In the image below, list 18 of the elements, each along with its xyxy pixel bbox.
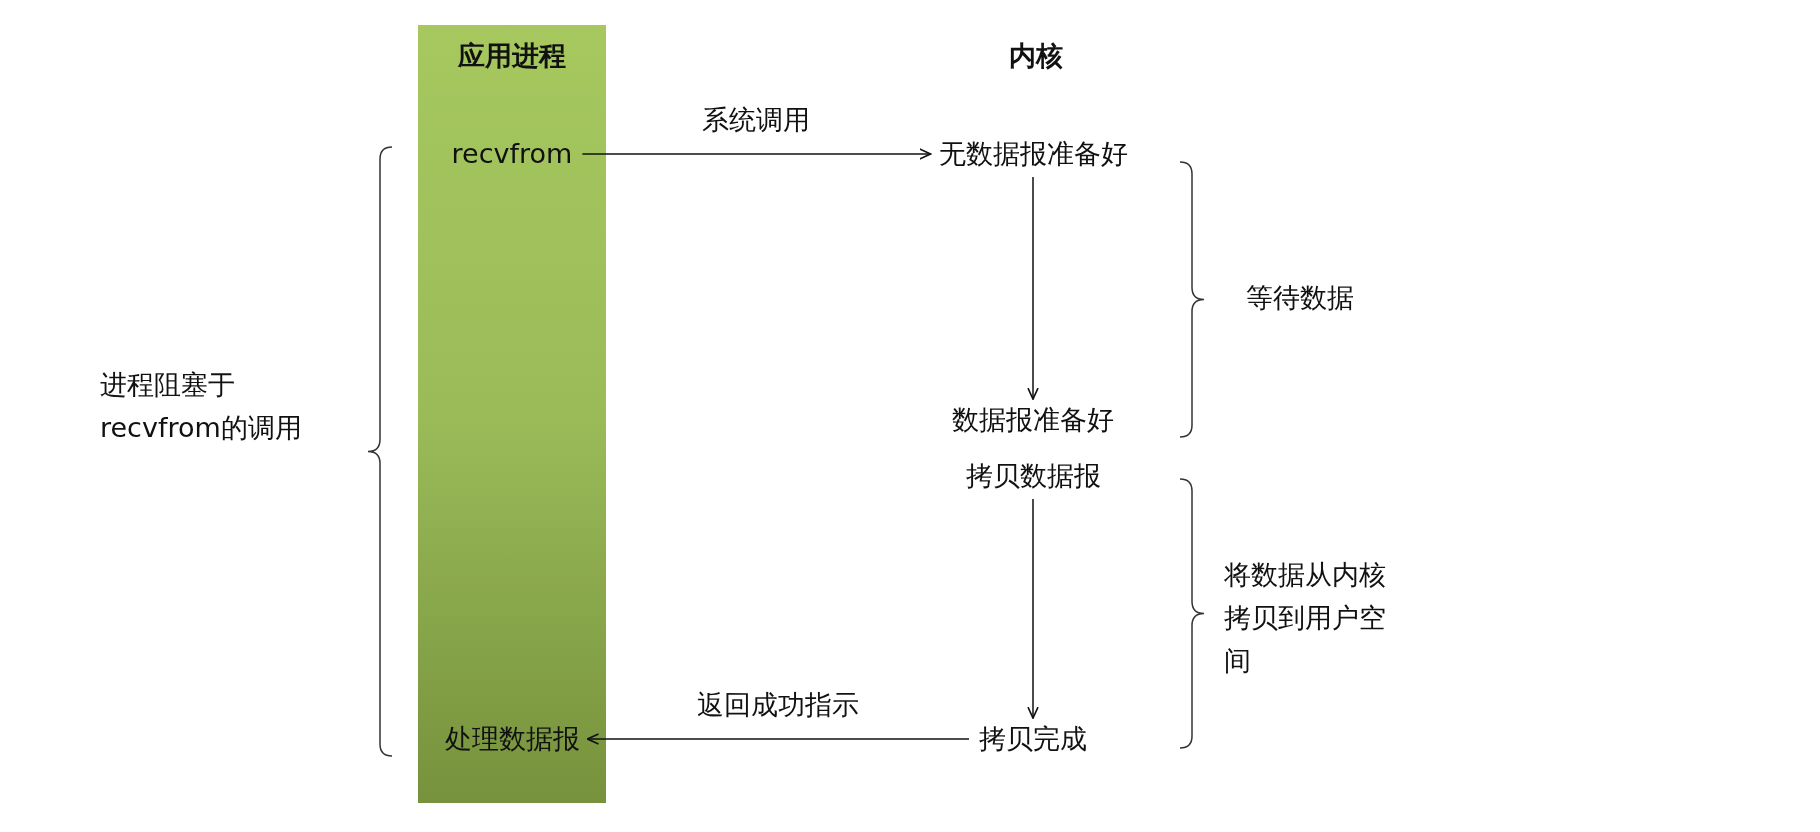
step-text: 处理数据报 <box>444 722 580 756</box>
step-text: 拷贝完成 <box>979 722 1087 756</box>
arrow <box>581 148 932 160</box>
column-heading: 内核 <box>1009 39 1063 73</box>
brace-label: 等待数据 <box>1246 281 1354 315</box>
arrow <box>586 733 970 745</box>
edge-label: 返回成功指示 <box>697 688 860 722</box>
brace-label: 进程阻塞于recvfrom的调用 <box>100 367 303 445</box>
arrow <box>1027 176 1039 400</box>
step-text: 无数据报准备好 <box>938 137 1128 171</box>
process-lane <box>418 25 606 803</box>
step-text: 数据报准备好 <box>952 403 1114 437</box>
arrow <box>1027 498 1039 719</box>
edge-label: 系统调用 <box>702 103 811 137</box>
step-text: 拷贝数据报 <box>965 459 1101 493</box>
column-heading: 应用进程 <box>458 39 566 73</box>
step-text: recvfrom <box>451 137 573 171</box>
brace-label: 将数据从内核拷贝到用户空间 <box>1224 558 1387 679</box>
